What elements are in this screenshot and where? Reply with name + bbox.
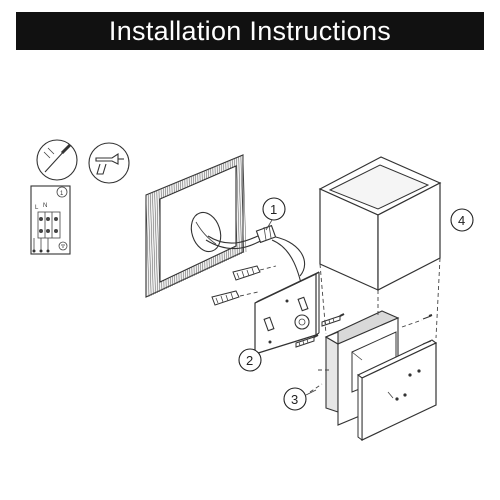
wiring-panel: 1 L N <box>30 185 71 255</box>
callout-2-number: 2 <box>246 353 253 368</box>
wall-hatch-line <box>154 191 158 294</box>
callout-2: 2 <box>238 348 262 372</box>
wall-anchor-lower <box>211 290 259 306</box>
screw-upper <box>321 313 345 327</box>
power-drill-icon <box>88 142 130 184</box>
mounting-plate <box>254 271 320 355</box>
lamp-shade-cube <box>318 156 442 339</box>
page-title: Installation Instructions <box>108 15 392 46</box>
screwdriver-icon <box>36 139 78 181</box>
callout-1: 1 <box>262 197 286 231</box>
wall-anchor-upper <box>232 265 277 281</box>
wall-hatch-line <box>240 155 245 254</box>
screw-lower <box>295 334 319 348</box>
title-bar: Installation Instructions <box>16 12 484 50</box>
callout-4: 4 <box>450 208 474 232</box>
terminal-label-L: L <box>35 205 39 211</box>
callout-1-number: 1 <box>270 202 277 217</box>
callout-4-number: 4 <box>458 213 465 228</box>
cover-screws <box>401 314 433 345</box>
callout-3: 3 <box>283 387 317 411</box>
wall-hatch-line <box>236 157 240 256</box>
wall-hatch-line <box>156 190 161 293</box>
wall-hatch-line <box>147 194 152 297</box>
terminal-label-N: N <box>43 203 47 209</box>
earth-ground-icon <box>58 241 68 251</box>
wall-hatch-line <box>238 156 242 255</box>
wall-mount-surface <box>145 154 247 298</box>
wall-hatch-line <box>242 154 247 253</box>
front-cover-plate <box>356 339 438 441</box>
wall-hatch-line <box>152 192 156 295</box>
terminal-label-1: 1 <box>60 191 64 197</box>
callout-3-number: 3 <box>291 392 298 407</box>
wall-hatch-line <box>145 194 150 298</box>
wall-hatch-line <box>150 193 154 296</box>
terminal-block-connector <box>255 224 277 244</box>
